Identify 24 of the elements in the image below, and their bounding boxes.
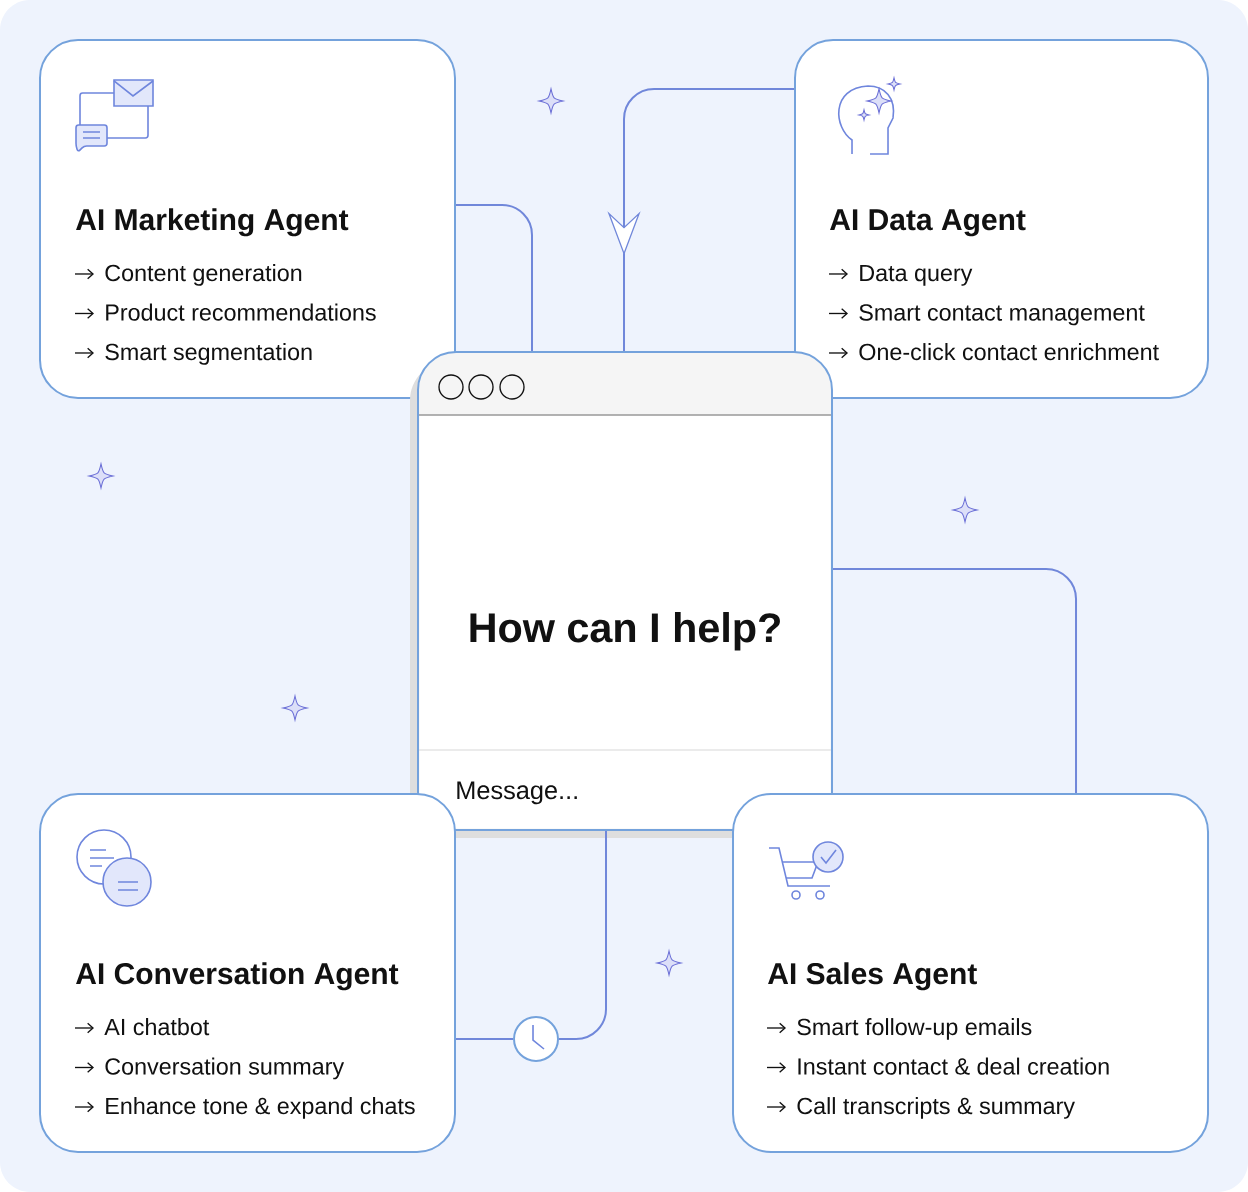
connector-line xyxy=(832,568,1077,794)
feature-item: Call transcripts & summary xyxy=(797,1097,1075,1119)
feature-item: Smart follow-up emails xyxy=(797,1018,1032,1040)
card-heading: AI Marketing Agent xyxy=(76,208,349,237)
feature-item: AI chatbot xyxy=(104,1018,210,1036)
feature-item: Smart segmentation xyxy=(105,343,312,365)
feature-item: One-click contact enrichment xyxy=(859,343,1159,361)
clock-icon xyxy=(513,1016,559,1062)
card-heading: AI Conversation Agent xyxy=(76,962,399,991)
arrow xyxy=(607,88,795,352)
connector-line xyxy=(455,1038,514,1040)
feature-item: Smart contact management xyxy=(859,304,1145,326)
connector-line xyxy=(455,204,533,352)
feature-item: Instant contact & deal creation xyxy=(798,1057,1109,1075)
message-input-field: Message... xyxy=(457,781,577,805)
feature-item: Conversation summary xyxy=(105,1057,345,1080)
card-heading: AI Sales Agent xyxy=(768,962,977,991)
chat-prompt: How can I help? xyxy=(470,612,780,651)
card-heading: AI Data Agent xyxy=(830,209,1026,237)
feature-item: Content generation xyxy=(105,264,302,286)
feature-item: Product recommendations xyxy=(106,303,376,321)
feature-item: Enhance tone & expand chats xyxy=(106,1097,415,1119)
connector-line xyxy=(558,830,607,1040)
feature-item: Data query xyxy=(860,264,973,286)
